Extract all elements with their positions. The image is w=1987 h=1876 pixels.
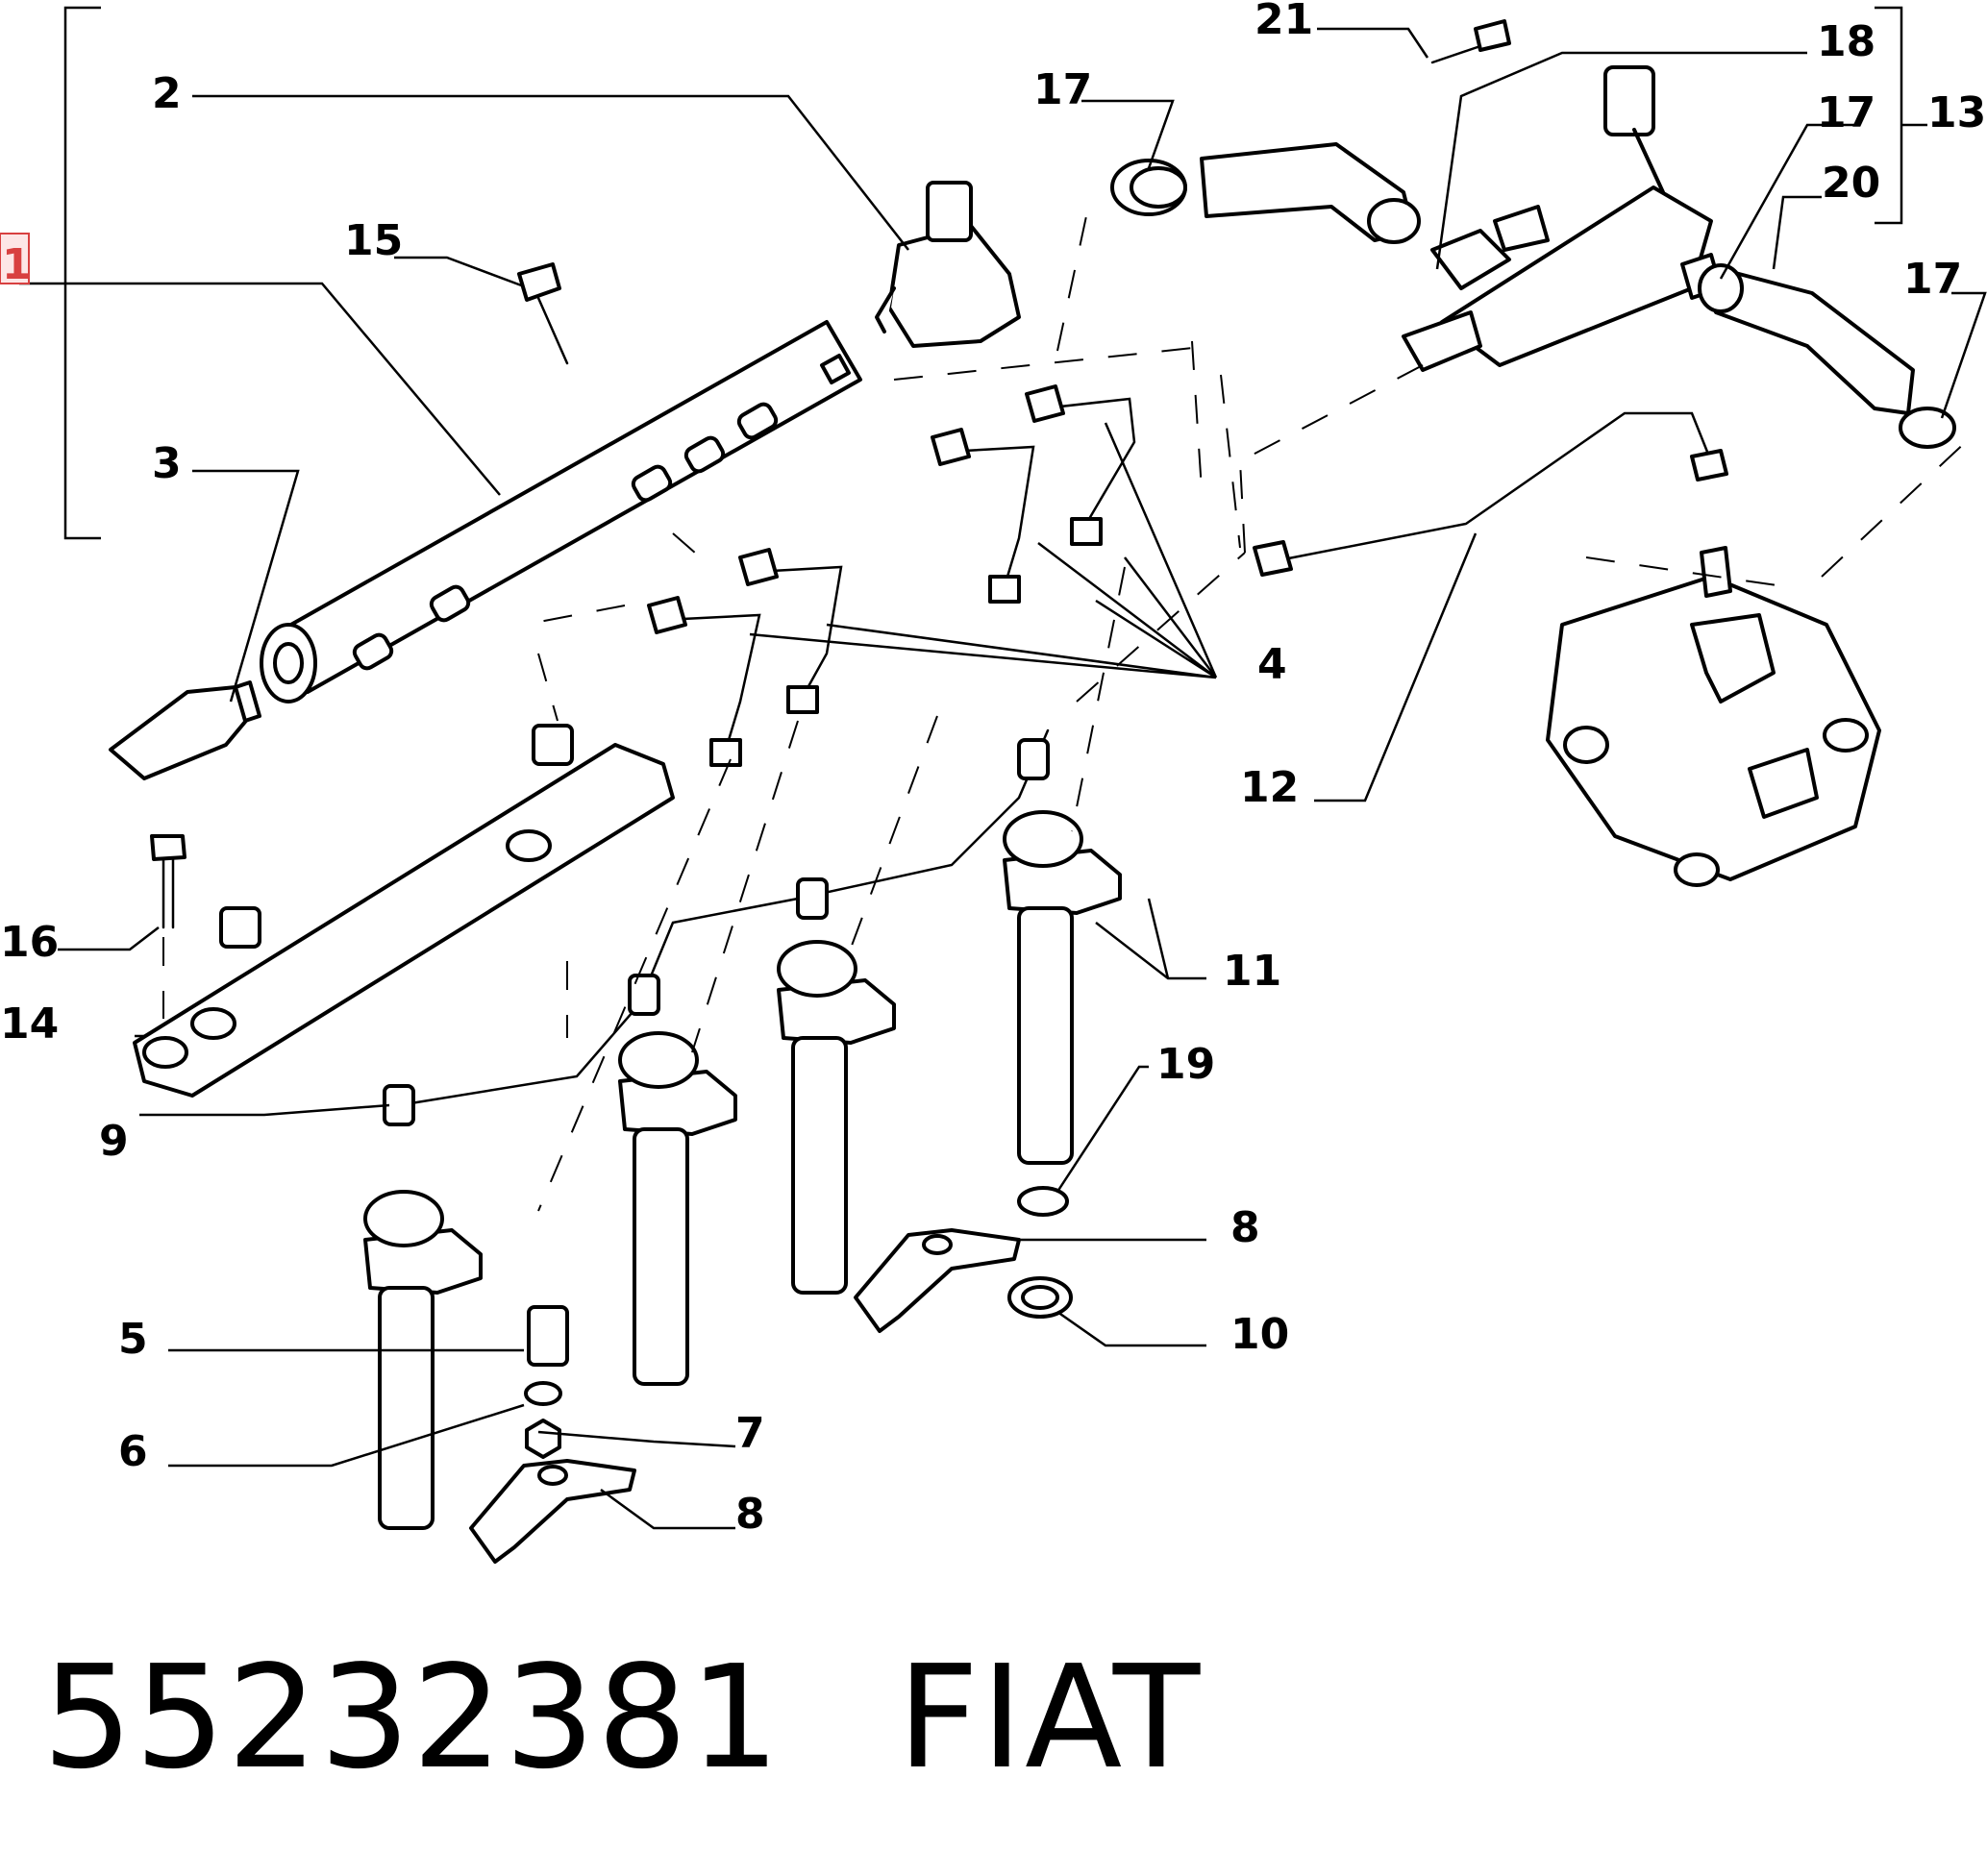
callout-17-top[interactable]: 17 xyxy=(1033,65,1092,114)
callout-14[interactable]: 14 xyxy=(0,1000,59,1049)
callout-3[interactable]: 3 xyxy=(152,439,182,488)
bolt-15-part[interactable] xyxy=(517,262,569,365)
callout-8-lower[interactable]: 8 xyxy=(735,1490,765,1539)
injector-1-part[interactable] xyxy=(363,1190,483,1530)
bolt-21-part[interactable] xyxy=(1430,19,1511,64)
callout-12[interactable]: 12 xyxy=(1240,763,1299,812)
hose-clamp-17-right-part[interactable] xyxy=(1899,407,1956,449)
callout-1-highlight xyxy=(0,233,30,284)
pressure-regulator-part[interactable] xyxy=(875,181,1021,348)
brand-name: FIAT xyxy=(897,1635,1203,1800)
cover-plate-part[interactable] xyxy=(133,724,675,1098)
pipe-assembly-18-part[interactable] xyxy=(1402,65,1723,372)
high-pressure-pipes-part[interactable] xyxy=(647,384,1136,767)
callout-13[interactable]: 13 xyxy=(1927,88,1986,137)
callout-16[interactable]: 16 xyxy=(0,918,59,967)
callout-21[interactable]: 21 xyxy=(1254,0,1313,44)
callout-2[interactable]: 2 xyxy=(152,69,182,118)
fuel-pipe-12-part[interactable] xyxy=(1253,411,1728,577)
callout-leader-lines xyxy=(19,27,1987,1530)
callout-1[interactable]: 1 xyxy=(2,240,32,289)
callout-17-right-upper[interactable]: 17 xyxy=(1817,88,1875,137)
callout-9[interactable]: 9 xyxy=(99,1117,129,1166)
group-bracket-right xyxy=(1875,6,1927,225)
group-bracket-left xyxy=(63,6,101,540)
callout-11[interactable]: 11 xyxy=(1223,947,1281,996)
nut-7-part[interactable] xyxy=(525,1419,561,1459)
hose-17-right-part[interactable] xyxy=(1698,263,1915,415)
injector-2-part[interactable] xyxy=(618,1031,737,1386)
callout-15[interactable]: 15 xyxy=(344,216,403,265)
callout-19[interactable]: 19 xyxy=(1156,1040,1215,1089)
injector-4-part[interactable] xyxy=(1003,810,1122,1165)
washer-6-part[interactable] xyxy=(524,1381,562,1406)
sleeve-5-part[interactable] xyxy=(527,1305,569,1367)
callout-5[interactable]: 5 xyxy=(118,1315,148,1364)
clamp-8-lower-part[interactable] xyxy=(469,1459,636,1564)
seal-10-part[interactable] xyxy=(1007,1276,1073,1319)
callout-4[interactable]: 4 xyxy=(1257,640,1287,689)
clamp-8-upper-part[interactable] xyxy=(854,1228,1021,1333)
callout-7[interactable]: 7 xyxy=(735,1409,765,1458)
injector-3-part[interactable] xyxy=(777,940,896,1295)
callout-8-upper[interactable]: 8 xyxy=(1230,1203,1260,1252)
footer-part-info: 55232381 FIAT xyxy=(42,1645,1202,1790)
hose-clamp-17-top-part[interactable] xyxy=(1130,166,1187,209)
assembly-guide-lines xyxy=(162,215,1972,1212)
bolt-16-part[interactable] xyxy=(150,834,186,929)
pressure-sensor-part[interactable] xyxy=(109,680,261,780)
part-number: 55232381 xyxy=(42,1635,782,1800)
callout-17-right[interactable]: 17 xyxy=(1903,255,1962,304)
callout-20[interactable]: 20 xyxy=(1822,159,1880,208)
high-pressure-pump-part[interactable] xyxy=(1546,546,1881,887)
washer-19-part[interactable] xyxy=(1017,1186,1069,1217)
fuel-rail-part[interactable] xyxy=(260,320,862,704)
callout-6[interactable]: 6 xyxy=(118,1427,148,1476)
callout-18[interactable]: 18 xyxy=(1817,17,1875,66)
callout-10[interactable]: 10 xyxy=(1230,1310,1289,1359)
return-line-part[interactable] xyxy=(383,728,1050,1126)
